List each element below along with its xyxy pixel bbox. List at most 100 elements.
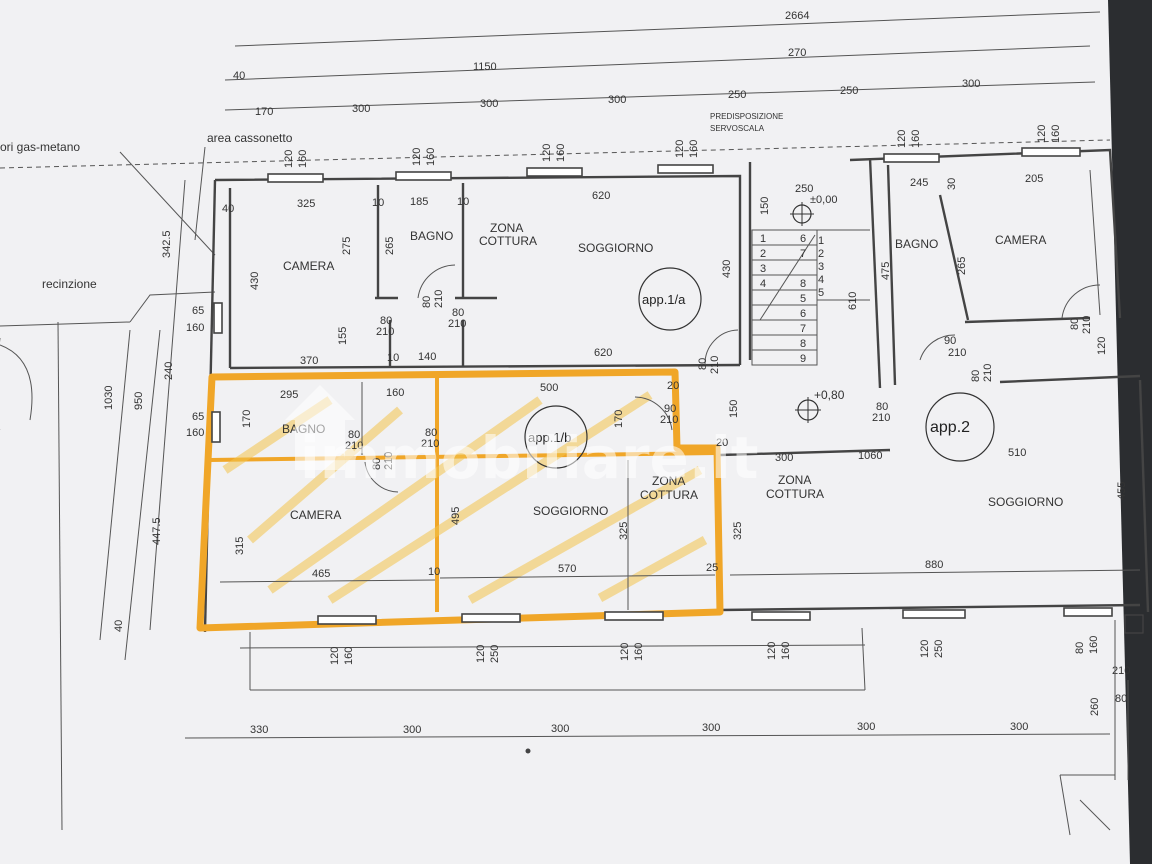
level-marker-icon [790, 202, 821, 423]
inner-dim: 150 [728, 400, 740, 418]
inner-dim: 140 [418, 351, 436, 363]
inner-dim: 620 [592, 190, 610, 202]
inner-dim: 370 [300, 355, 318, 367]
inner-dim: 80 [1115, 693, 1127, 705]
dim-top-row2-1: 40 [233, 70, 245, 82]
inner-dim: 315 [234, 537, 246, 555]
inner-dim: 120 [1096, 337, 1108, 355]
room-bagno-1a: BAGNO [410, 229, 453, 243]
window-code: 160 [1088, 636, 1100, 654]
door-code: 210 [948, 347, 966, 359]
inner-dim: 325 [732, 522, 744, 540]
door-code: 210 [982, 364, 994, 382]
stair-step: 3 [818, 261, 824, 273]
door-code: 80 [348, 429, 360, 441]
inner-dim: 620 [594, 347, 612, 359]
window-code: 250 [933, 640, 945, 658]
inner-dim: 495 [450, 507, 462, 525]
door-code: 210 [872, 412, 890, 424]
door-code: 210 [345, 440, 363, 452]
inner-dim: 325 [297, 198, 315, 210]
stair-step: 6 [800, 308, 806, 320]
dim-side-2: 1030 [103, 386, 115, 410]
inner-dim: 30 [946, 178, 958, 190]
room-soggiorno-2: SOGGIORNO [988, 495, 1063, 509]
inner-dim: 185 [410, 196, 428, 208]
room-bagno-2: BAGNO [895, 237, 938, 251]
dim-bottom: 330 [250, 724, 268, 736]
window-code: 160 [688, 140, 700, 158]
window-code: 120 [896, 130, 908, 148]
dim-bottom: 300 [1010, 721, 1028, 733]
stair-step: 5 [818, 287, 824, 299]
stair-step: 7 [800, 248, 806, 260]
dim-side-4: 240 [163, 362, 175, 380]
door-code: 80 [421, 296, 433, 308]
inner-dim: 210 [1112, 665, 1130, 677]
staircase [751, 229, 870, 366]
stair-step: 2 [760, 248, 766, 260]
inner-dim: 160 [386, 387, 404, 399]
inner-dim: 170 [613, 410, 625, 428]
room-cottura-1b: COTTURA [640, 488, 698, 502]
window-code: 160 [555, 144, 567, 162]
door-code: 80 [371, 458, 383, 470]
window-code: 160 [297, 150, 309, 168]
inner-dim: 325 [618, 522, 630, 540]
dim-top-row3-4: 300 [608, 94, 626, 106]
inner-dim: 275 [341, 237, 353, 255]
label-recinzione: recinzione [42, 277, 97, 291]
room-zona-2: ZONA [778, 473, 811, 487]
inner-dim: 295 [280, 389, 298, 401]
door-code: 210 [433, 290, 445, 308]
inner-dim: 465 [312, 568, 330, 580]
level-0: ±0,00 [810, 194, 837, 206]
inner-dim: 20 [667, 380, 679, 392]
door-code: 80 [380, 315, 392, 327]
dim-side-5: 447.5 [151, 517, 163, 545]
window-code: 120 [411, 148, 423, 166]
stair-step: 4 [760, 278, 766, 290]
stair-step: 8 [800, 278, 806, 290]
window-code: 160 [425, 148, 437, 166]
stair-step: 3 [760, 263, 766, 275]
inner-dim: 1060 [858, 450, 882, 462]
inner-dim: 570 [558, 563, 576, 575]
window-code: 250 [489, 645, 501, 663]
inner-dim: 265 [384, 237, 396, 255]
dim-top-row2-3: 270 [788, 47, 806, 59]
inner-dim: 160 [186, 322, 204, 334]
dim-bottom: 300 [403, 724, 421, 736]
inner-dim: 170 [241, 410, 253, 428]
inner-dim: 455 [1116, 482, 1128, 500]
door-swings [364, 264, 1101, 493]
door-code: 210 [376, 326, 394, 338]
app2-tag-circle [925, 392, 995, 462]
window-code: 160 [633, 643, 645, 661]
apartment-tag-1a: app.1/a [642, 292, 686, 307]
dim-side-3: 950 [133, 392, 145, 410]
window-code: 80 [1074, 642, 1086, 654]
window-code: 120 [329, 647, 341, 665]
inner-dim: 25 [706, 562, 718, 574]
inner-dim: 300 [775, 452, 793, 464]
window-code: 160 [343, 647, 355, 665]
label-gas-metano: ori gas-metano [0, 140, 80, 154]
room-soggiorno-1a: SOGGIORNO [578, 241, 653, 255]
dim-bottom: 300 [551, 723, 569, 735]
room-zona-1b: ZONA [652, 474, 685, 488]
inner-dim: 65 [192, 305, 204, 317]
inner-dim: 40 [222, 203, 234, 215]
room-cottura-1a: COTTURA [479, 234, 537, 248]
top-dimension-lines [0, 11, 1111, 169]
room-cottura-2: COTTURA [766, 487, 824, 501]
window-code: 160 [910, 130, 922, 148]
dim-top-row3-6: 250 [840, 85, 858, 97]
room-camera-1b: CAMERA [290, 508, 341, 522]
watermark-logo [285, 385, 355, 470]
dim-top-total: 2664 [785, 10, 809, 22]
bottom-dimension-line [184, 733, 1111, 739]
inner-dim: 510 [1008, 447, 1026, 459]
inner-dim: 160 [186, 427, 204, 439]
app1a-tag-circle [638, 267, 702, 331]
